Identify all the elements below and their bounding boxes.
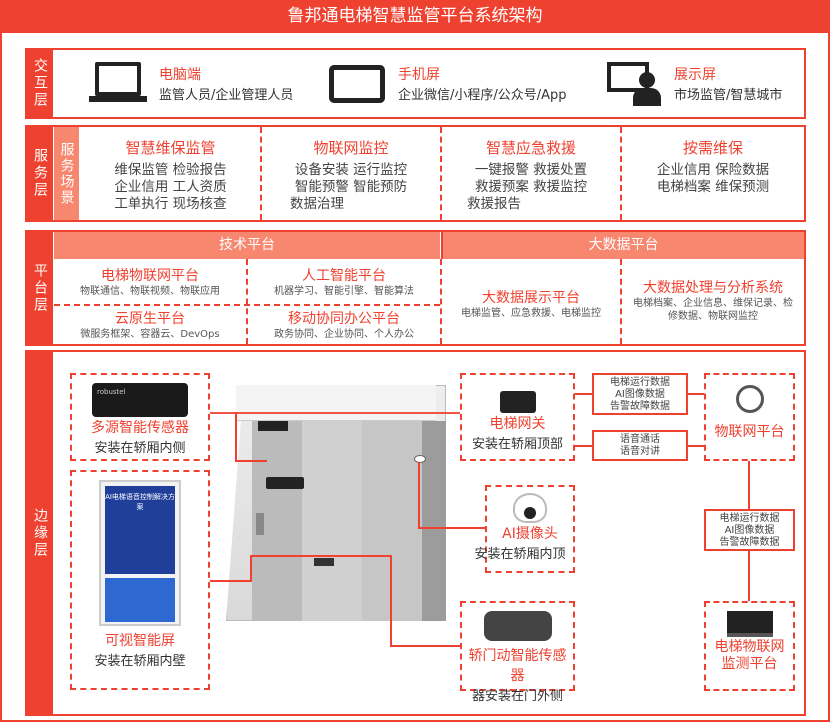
device-desc: 安装在轿厢内侧 [94, 441, 186, 456]
item-desc: 监管人员/企业管理人员 [159, 88, 294, 103]
door-sensor-icon [483, 611, 552, 641]
sensor-device-icon: robustel [92, 383, 188, 417]
platform-cell: 电梯物联网平台物联通信、物联视频、物联应用 [80, 268, 220, 297]
elevator-gateway-box: 电梯网关 安装在轿厢顶部 [460, 373, 575, 461]
laptop-icon [726, 611, 773, 637]
layer-label: 边缘层 [27, 352, 53, 714]
device-name: 物联网平台 [714, 424, 785, 440]
layer-label: 平台层 [27, 232, 53, 344]
smart-screen-icon: AI电梯语音控制解决方案 [99, 480, 181, 626]
interaction-layer: 交互层 电脑端监管人员/企业管理人员 手机屏企业微信/小程序/公众号/App 展… [25, 48, 806, 119]
item-desc: 市场监管/智慧城市 [674, 88, 783, 103]
device-desc: 安装在轿厢顶部 [471, 437, 563, 452]
service-column: 按需维保企业信用 保险数据电梯档案 维保预测 [656, 139, 770, 195]
elevator-car-illustration [226, 385, 446, 621]
device-desc: 器安装在门外侧 [471, 689, 563, 704]
item-name: 手机屏 [398, 67, 440, 83]
device-desc: 安装在轿厢内壁 [94, 654, 186, 669]
device-name: 轿门动智能传感器 [468, 648, 567, 684]
platform-cell: 云原生平台微服务框架、容器云、DevOps [80, 311, 220, 340]
tablet-icon [329, 65, 385, 103]
brand-logo: robustel [97, 388, 126, 396]
service-column: 智慧维保监管维保监管 检验报告企业信用 工人资质工单执行 现场核查 [114, 139, 227, 212]
item-desc: 企业微信/小程序/公众号/App [398, 88, 567, 103]
service-column: 智慧应急救援一键报警 救援处置救援预案 救援监控救援报告 [467, 139, 588, 212]
ai-camera-box: AI摄像头 安装在轿厢内顶 [474, 485, 575, 573]
laptop-icon [89, 62, 147, 104]
iot-platform-box: 物联网平台 [704, 373, 795, 461]
item-name: 电脑端 [159, 67, 201, 83]
door-sensor-box: 轿门动智能传感器 器安装在门外侧 [460, 601, 575, 704]
item-name: 展示屏 [674, 67, 716, 83]
device-name: 多源智能传感器 [91, 420, 189, 436]
device-name: AI摄像头 [502, 526, 558, 542]
gateway-device-icon [499, 391, 536, 413]
platform-cell: 大数据展示平台电梯监管、应急救援、电梯监控 [461, 290, 601, 319]
platform-cell: 大数据处理与分析系统电梯档案、企业信息、维保记录、检修数据、物联网监控 [633, 280, 793, 322]
sensor-in-car [266, 477, 304, 489]
page-title: 鲁邦通电梯智慧监管平台系统架构 [0, 0, 830, 33]
service-column: 物联网监控设备安装 运行监控智能预警 智能预防数据治理 [290, 139, 408, 212]
service-layer: 服务层 服务场景 智慧维保监管维保监管 检验报告企业信用 工人资质工单执行 现场… [25, 125, 806, 222]
platform-cell: 人工智能平台机器学习、智能引擎、智能算法 [274, 268, 414, 297]
device-name: 可视智能屏 [105, 633, 175, 649]
bigdata-platform-header: 大数据平台 [441, 232, 804, 259]
monitoring-platform-box: 电梯物联网监测平台 [704, 601, 795, 691]
platform-layer: 平台层 技术平台 大数据平台 电梯物联网平台物联通信、物联视频、物联应用 人工智… [25, 230, 806, 346]
multi-source-sensor-box: robustel 多源智能传感器 安装在轿厢内侧 [70, 373, 210, 461]
tech-platform-header: 技术平台 [54, 232, 440, 259]
device-name: 电梯网关 [489, 416, 546, 432]
layer-label: 服务层 [27, 127, 53, 220]
device-name: 电梯物联网监测平台 [714, 639, 785, 672]
voice-data-box: 语音通话语音对讲 [592, 430, 688, 461]
camera-icon [513, 493, 547, 523]
screen-title: AI电梯语音控制解决方案 [105, 486, 175, 574]
device-desc: 安装在轿厢内顶 [474, 547, 566, 562]
service-sublabel: 服务场景 [54, 127, 79, 220]
platform-cell: 移动协同办公平台政务协同、企业协同、个人办公 [274, 311, 414, 340]
iot-logo-icon [735, 385, 764, 413]
visual-smart-screen-box: AI电梯语音控制解决方案 可视智能屏 安装在轿厢内壁 [70, 470, 210, 690]
display-screen-icon [607, 62, 663, 106]
edge-layer: 边缘层 [25, 350, 806, 716]
layer-label: 交互层 [27, 50, 53, 117]
